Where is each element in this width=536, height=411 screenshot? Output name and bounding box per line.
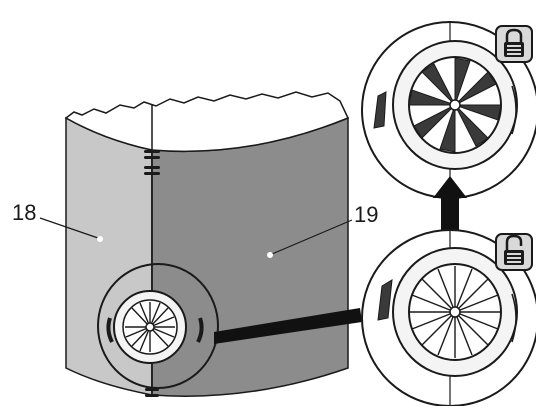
panel-right-19 [151,116,349,397]
leader-dot-19 [267,252,273,258]
padlock-closed-icon [495,25,533,63]
callout-label-18: 18 [12,200,37,225]
leader-dot-18 [97,236,103,242]
torn-top-edge [64,91,350,153]
slider-handle-locked [373,91,387,129]
detail-view-unlocked [361,229,536,407]
leader-line-19 [271,219,353,255]
seam-clip-upper [144,150,160,175]
vent-outer-ring [97,263,219,389]
vent-slider-right [196,317,204,343]
louvre-blades-closed [408,57,502,153]
callout-label-19: 19 [354,202,379,227]
vent-slider-left [106,317,114,343]
leader-line-18 [39,217,99,239]
padlock-open-icon [495,233,533,271]
louvre-blades-open [409,266,501,358]
insulation-cylinder [64,91,350,397]
zoom-wedge [214,308,362,344]
detail-view-locked [361,21,536,199]
vent-assembly [97,263,219,389]
slider-handle-unlocked [377,279,393,321]
transition-arrow-icon [433,176,467,234]
